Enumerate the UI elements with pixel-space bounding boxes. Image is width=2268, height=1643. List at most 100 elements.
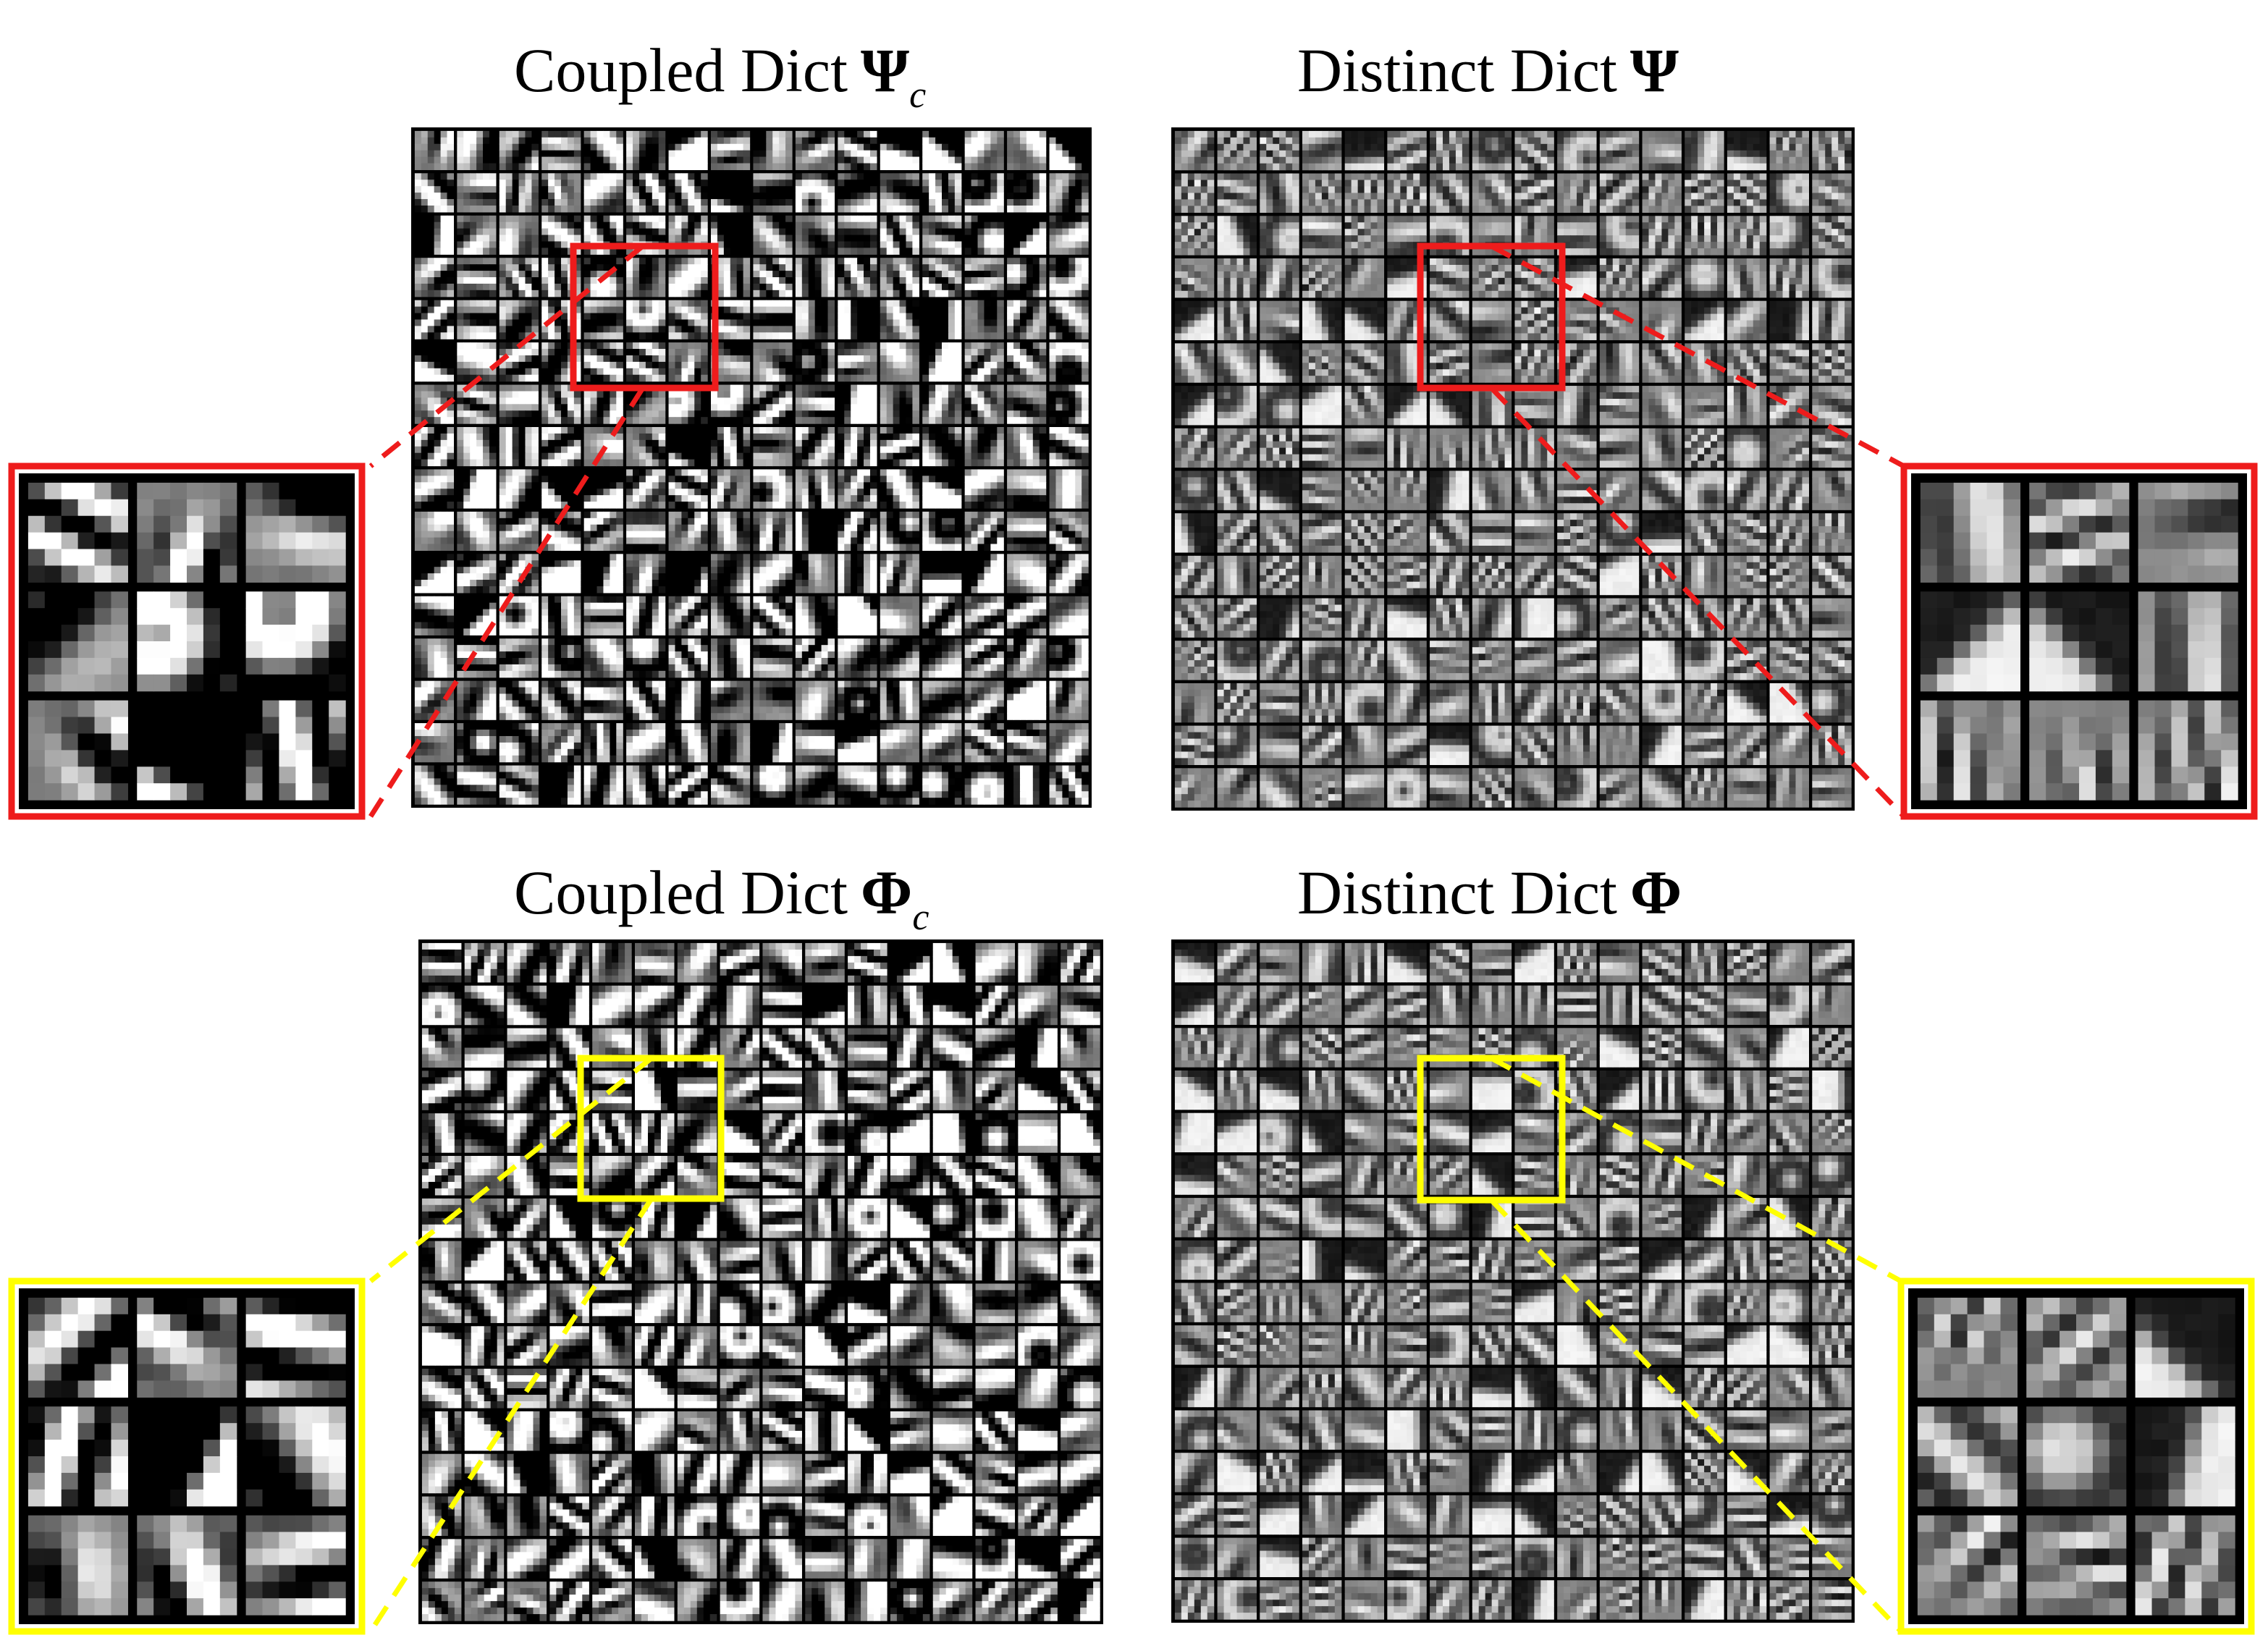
dict-phi-atom <box>1600 1198 1639 1237</box>
dict-phi-atom <box>1685 1411 1724 1450</box>
dict-psi_c-atom <box>753 596 792 635</box>
dict-phi-atom <box>1770 1241 1809 1280</box>
dict-phi_c-atom <box>592 1199 631 1238</box>
dict-phi-atom <box>1218 1495 1257 1534</box>
dict-phi_c-atom <box>933 1581 972 1621</box>
dict-phi_c-atom <box>1018 1029 1057 1068</box>
dict-phi-atom <box>1345 1155 1384 1194</box>
dict-psi_c-atom <box>711 596 750 635</box>
dict-phi_c-atom <box>976 1070 1015 1110</box>
dict-phi_c-atom <box>890 1029 929 1068</box>
dict-phi-atom <box>1260 1411 1299 1450</box>
dict-phi_c-atom <box>848 1199 887 1238</box>
dict-psi_c-atom <box>753 469 792 508</box>
dict-psi-atom <box>1387 599 1426 638</box>
dict-psi-atom <box>1260 216 1299 255</box>
dict-psi-atom <box>1557 428 1596 468</box>
dict-phi_c-atom <box>805 1029 844 1068</box>
dict-phi-atom <box>1387 986 1426 1025</box>
dict-phi_c-atom <box>1018 1241 1057 1280</box>
dict-phi-atom <box>1387 1580 1426 1619</box>
dict-phi_c-atom <box>720 1070 759 1110</box>
dict-psi_c-atom <box>1050 342 1089 381</box>
dict-phi-atom <box>1302 986 1341 1025</box>
dict-psi-atom <box>1685 513 1724 552</box>
dict-phi_c-atom <box>635 1411 674 1450</box>
dict-psi_c-atom <box>457 766 496 805</box>
dict-phi_c-atom <box>1018 1070 1057 1110</box>
dict-phi_c-atom <box>507 1283 547 1322</box>
dict-psi_c-atom <box>1050 300 1089 339</box>
dict-psi-atom <box>1260 726 1299 765</box>
dict-phi_c-atom <box>933 1113 972 1152</box>
dict-psi_c-atom <box>711 681 750 720</box>
dict-phi_c-atom <box>592 1326 631 1365</box>
dict-phi_c-atom <box>1018 943 1057 982</box>
dict-phi-atom <box>1685 986 1724 1025</box>
dict-phi-atom <box>1514 1325 1554 1364</box>
dict-phi_c-atom <box>890 943 929 982</box>
dict-phi_c-atom <box>549 1497 589 1536</box>
dict-phi-atom <box>1685 1453 1724 1492</box>
dict-psi-atom <box>1643 683 1682 722</box>
dict-phi-atom <box>1260 1495 1299 1534</box>
dict-phi_c-atom <box>933 1539 972 1578</box>
dict-psi-atom <box>1260 258 1299 297</box>
zoom-phi_c-atom <box>28 1516 128 1615</box>
dict-psi-atom <box>1260 386 1299 425</box>
zoom-phi_c-atom <box>137 1516 237 1615</box>
dict-psi-atom <box>1770 599 1809 638</box>
dict-phi_c-atom <box>848 1369 887 1408</box>
dict-psi-atom <box>1345 386 1384 425</box>
dict-phi_c-atom <box>890 1113 929 1152</box>
dict-phi-atom <box>1430 1495 1469 1534</box>
dict-psi-atom <box>1430 386 1469 425</box>
dict-psi_c-atom <box>965 427 1004 466</box>
dict-phi_c-atom <box>976 1369 1015 1408</box>
dict-phi_c-atom <box>507 1070 547 1110</box>
dict-phi_c-atom <box>762 1199 801 1238</box>
dict-psi_c-atom <box>922 300 961 339</box>
dict-psi-atom <box>1770 683 1809 722</box>
dict-phi_c-atom <box>1061 1326 1100 1365</box>
dict-phi_c-atom <box>890 1199 929 1238</box>
dict-phi_c-atom <box>762 1369 801 1408</box>
dict-phi_c-atom <box>635 1539 674 1578</box>
dict-psi_c-atom <box>1050 427 1089 466</box>
dict-psi_c-atom <box>626 512 665 551</box>
dict-psi_c-atom <box>922 512 961 551</box>
dict-phi_c-atom <box>465 1369 504 1408</box>
dict-phi-atom <box>1175 1028 1214 1067</box>
dict-psi_c-atom <box>965 469 1004 508</box>
dict-psi_c-atom <box>1050 512 1089 551</box>
dict-phi-atom <box>1175 1325 1214 1364</box>
dict-phi-atom <box>1218 1155 1257 1194</box>
dict-phi-atom <box>1727 1580 1766 1619</box>
dict-phi-atom <box>1557 1411 1596 1450</box>
dict-phi_c-atom <box>678 1411 717 1450</box>
dict-psi-atom <box>1302 386 1341 425</box>
dict-psi-atom <box>1472 513 1512 552</box>
dict-phi-atom <box>1643 1283 1682 1322</box>
dict-phi-atom <box>1430 1411 1469 1450</box>
dict-phi_c-atom <box>933 1199 972 1238</box>
dict-phi_c-atom <box>549 943 589 982</box>
dict-phi-atom <box>1643 1028 1682 1067</box>
dict-psi-atom <box>1302 768 1341 807</box>
dict-psi-atom <box>1812 683 1851 722</box>
zoom-phi-atom <box>2136 1298 2235 1398</box>
dict-psi-atom <box>1218 216 1257 255</box>
dict-psi_c-atom <box>584 723 623 762</box>
dict-psi_c-atom <box>626 596 665 635</box>
dict-phi-atom <box>1770 1283 1809 1322</box>
zoom-phi_c-atom <box>28 1406 128 1506</box>
dict-phi-atom <box>1302 1411 1341 1450</box>
dict-psi_c-atom <box>669 131 708 170</box>
dict-phi_c-atom <box>933 1029 972 1068</box>
dict-psi_c-atom <box>1050 216 1089 255</box>
dict-psi_c-atom <box>1050 723 1089 762</box>
dict-psi_c-atom <box>922 258 961 297</box>
dict-psi-atom <box>1345 513 1384 552</box>
dict-phi_c-atom <box>890 1454 929 1493</box>
